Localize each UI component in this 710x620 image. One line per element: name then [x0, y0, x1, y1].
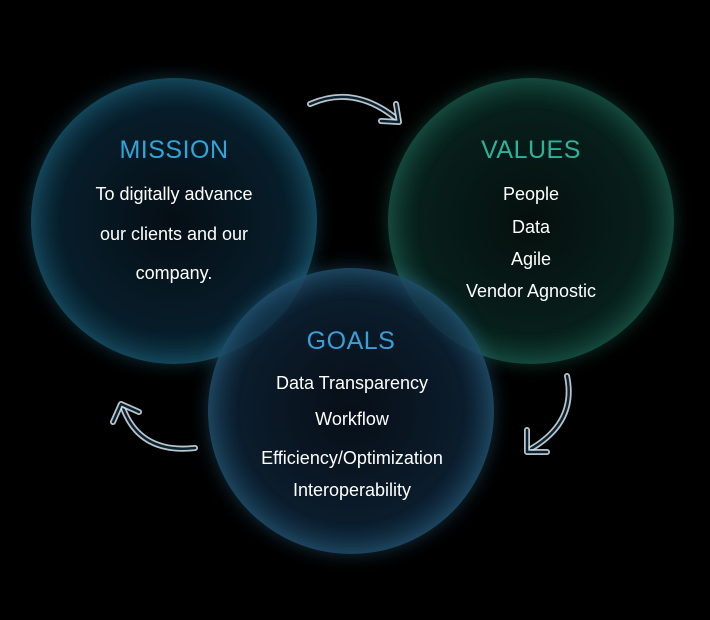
goals-line: Data Transparency [275, 373, 429, 393]
mission-line: company. [135, 263, 213, 283]
values-line: People [502, 184, 560, 204]
goals-line: Interoperability [292, 480, 412, 500]
curved-arrow-down-left-icon [524, 373, 572, 455]
goals-circle [208, 268, 494, 554]
mission-line: To digitally advance [95, 184, 253, 204]
goals-line: Efficiency/Optimization [261, 448, 443, 468]
values-title: VALUES [481, 136, 581, 164]
curved-arrow-right-icon [307, 93, 402, 125]
values-line: Vendor Agnostic [465, 281, 597, 301]
goals-line: Workflow [315, 409, 389, 429]
values-line: Agile [510, 249, 552, 269]
curved-arrow-up-left-icon [110, 401, 198, 452]
goals-title: GOALS [306, 327, 396, 355]
mission-title: MISSION [119, 136, 229, 164]
mission-line: our clients and our [99, 224, 249, 244]
values-line: Data [511, 217, 551, 237]
